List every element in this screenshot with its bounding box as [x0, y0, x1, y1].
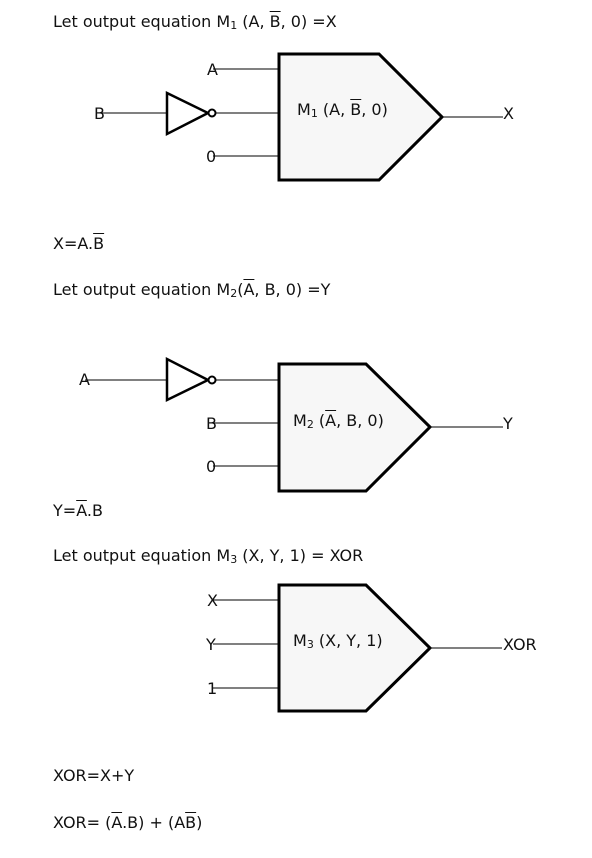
mux2-output-label: Y	[503, 414, 513, 433]
mux2-not-gate	[165, 356, 211, 403]
mux2-diagram	[85, 356, 503, 493]
mux2-input-0-label: 0	[206, 457, 217, 476]
mux3-input-x-label: X	[207, 591, 218, 610]
mux2-block-label: M2 (A, B, 0)	[293, 411, 384, 431]
mux3-block	[277, 583, 433, 713]
mux3-input-y-label: Y	[206, 635, 216, 654]
y-equation: Y=A.B	[53, 501, 103, 520]
mux1-input-b-label: B	[94, 104, 105, 123]
mux1-output-label: X	[503, 104, 514, 123]
m1-intro-text: Let output equation M1 (A, B, 0) =X	[53, 12, 337, 32]
mux2-input-b-label: B	[206, 414, 217, 433]
mux1-not-gate	[165, 90, 211, 137]
m3-intro-text: Let output equation M3 (X, Y, 1) = XOR	[53, 546, 364, 566]
x-equation: X=A.B	[53, 234, 105, 253]
mux3-block-label: M3 (X, Y, 1)	[293, 631, 383, 651]
mux2-input-a-label: A	[79, 370, 90, 389]
mux3-input-1-label: 1	[207, 679, 218, 698]
mux1-block	[277, 52, 445, 182]
mux3-diagram	[213, 583, 502, 713]
mux2-not-bubble	[207, 375, 217, 385]
xor-sum-equation: XOR=X+Y	[53, 766, 135, 785]
mux1-block-label: M1 (A, B, 0)	[297, 100, 388, 120]
xor-final-equation: XOR= (A.B) + (AB)	[53, 813, 203, 832]
mux1-input-a-label: A	[207, 60, 218, 79]
mux1-not-bubble	[207, 108, 217, 118]
mux3-output-label: XOR	[503, 635, 537, 654]
mux1-input-0-label: 0	[206, 147, 217, 166]
m2-intro-text: Let output equation M2(A, B, 0) =Y	[53, 280, 331, 300]
mux2-block	[277, 362, 433, 493]
mux1-diagram	[100, 52, 503, 182]
